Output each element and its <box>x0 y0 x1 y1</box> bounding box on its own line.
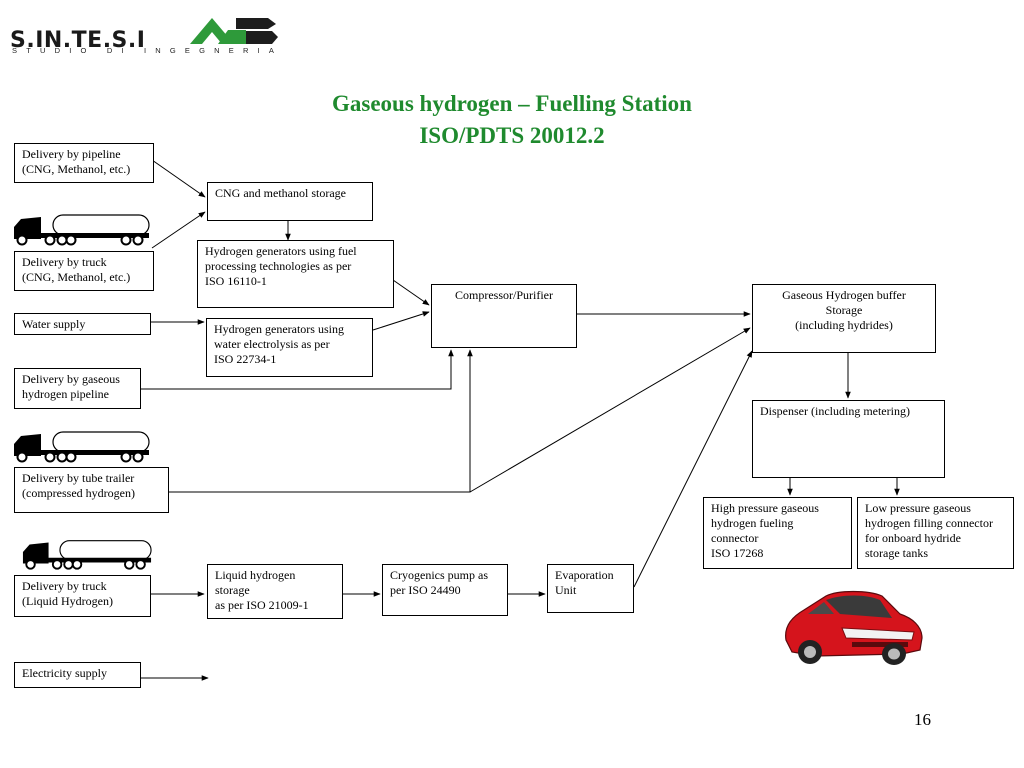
arrow-tubetrailer-to-buffer <box>469 327 751 493</box>
box-water-supply: Water supply <box>14 313 151 335</box>
page-title: Gaseous hydrogen – Fuelling Station <box>332 91 692 116</box>
box-delivery-truck-cng: Delivery by truck(CNG, Methanol, etc.) <box>14 251 154 291</box>
truck-icon <box>14 431 150 463</box>
logo-mark-icon <box>190 18 278 44</box>
box-delivery-tube-trailer: Delivery by tube trailer(compressed hydr… <box>14 467 169 513</box>
logo-subtitle: STUDIO DI INGEGNERIA <box>12 46 284 55</box>
box-delivery-truck-lh2: Delivery by truck(Liquid Hydrogen) <box>14 575 151 617</box>
arrow-genfuel-to-compressor <box>392 279 430 306</box>
box-delivery-pipeline: Delivery by pipeline(CNG, Methanol, etc.… <box>14 143 154 183</box>
truck-icon <box>14 214 150 246</box>
page-subtitle: ISO/PDTS 20012.2 <box>419 123 605 148</box>
truck-icon <box>22 540 152 570</box>
box-compressor-purifier: Compressor/Purifier <box>431 284 577 348</box>
page-number: 16 <box>914 710 931 729</box>
arrow-gaspipeline-to-compressor <box>141 349 454 390</box>
arrow-truck-to-cng <box>151 211 206 249</box>
box-electricity-supply: Electricity supply <box>14 662 141 688</box>
arrow-pipeline-to-cng <box>151 159 206 198</box>
box-dispenser: Dispenser (including metering) <box>752 400 945 478</box>
logo-name: S.IN.TE.S.I <box>10 28 146 53</box>
car-icon <box>785 590 923 665</box>
box-cng-methanol-storage: CNG and methanol storage <box>207 182 373 221</box>
arrow-genwater-to-compressor <box>372 311 430 331</box>
arrow-evaporation-to-buffer <box>633 350 753 588</box>
